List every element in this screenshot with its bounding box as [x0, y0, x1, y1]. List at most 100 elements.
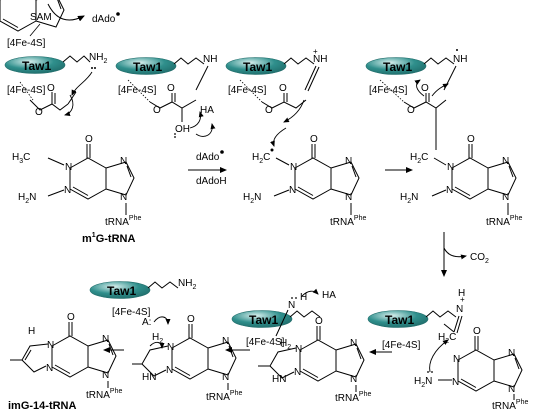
enzyme-pill: [365, 57, 427, 75]
ester-o: O: [35, 107, 43, 118]
enamine-link: [275, 309, 289, 337]
radical-dot: [116, 12, 120, 16]
methylene-label: H2: [152, 332, 163, 345]
radical-dot: [220, 150, 224, 154]
nh-label: HN: [272, 374, 286, 385]
ring-n9: N: [350, 374, 357, 385]
carbonyl-o: O: [467, 134, 475, 145]
imine-bond: [456, 315, 463, 334]
cluster-bottom-label: [4Fe-4S]: [7, 85, 46, 96]
curly-arrow: [414, 79, 425, 97]
amino-label: H2N: [400, 192, 418, 205]
lone-pair-dot: [174, 136, 176, 138]
amine-label: N: [288, 300, 295, 311]
ring-n9: N: [102, 370, 109, 381]
enzyme-pill: [367, 310, 429, 328]
cluster-top-label: [4Fe-4S]: [7, 38, 46, 49]
amino-label: H2N: [18, 192, 36, 205]
lysine-chain: [62, 55, 91, 63]
trna-label: tRNAPhe: [206, 390, 242, 403]
enzyme-pill: [89, 281, 151, 299]
enzyme-label: Taw1: [133, 60, 162, 74]
carbonyl-o: O: [310, 134, 318, 145]
trna-label: tRNAPhe: [330, 215, 366, 228]
curly-arrow: [429, 339, 449, 373]
h-abstraction-step: dAdo dAdoH: [188, 150, 227, 187]
cluster-label: [4Fe-4S]: [246, 337, 285, 348]
cluster-link: [379, 79, 405, 103]
radical-dot: [456, 49, 458, 51]
trna-label: tRNAPhe: [335, 391, 371, 404]
curly-arrow: [153, 316, 171, 325]
carbonyl-o: O: [421, 83, 429, 94]
enzyme-pill: [225, 57, 287, 75]
carbonyl-o: O: [315, 316, 323, 327]
ring-n7: N: [222, 336, 229, 347]
lysine-chain: [283, 57, 315, 65]
methylene-label: H2C: [410, 152, 428, 165]
ring-n1: N: [47, 340, 54, 351]
sam-label: SAM: [30, 12, 52, 23]
curly-arrow: [301, 288, 319, 297]
carbonyl-o: O: [279, 83, 287, 94]
lone-pair-dot: [291, 297, 293, 299]
lone-pair-dot: [427, 371, 429, 373]
imine-bond: [453, 315, 460, 333]
ring-n1: N: [295, 344, 302, 355]
methyl-bond: [47, 157, 65, 166]
cluster-label: [4Fe-4S]: [369, 85, 408, 96]
iminium-label: NH: [313, 54, 327, 65]
aromatization-intermediate: A: O N N N N H2 HN tRNAPhe: [132, 314, 242, 403]
hn-label: HN: [142, 372, 156, 383]
ester-o: O: [153, 105, 161, 116]
amino-label: H2N: [243, 192, 261, 205]
lone-pair-dot: [295, 297, 297, 299]
amino-bond: [47, 189, 65, 197]
ring-n3: N: [166, 365, 173, 376]
dado-h-label: dAdoH: [196, 176, 227, 187]
enzyme-label: Taw1: [243, 60, 272, 74]
co2-label: CO2: [470, 252, 489, 265]
curly-arrow: [431, 83, 449, 97]
ring-n7: N: [120, 156, 127, 167]
methylene-bond: [275, 157, 290, 166]
enzyme-4: Taw1 [4Fe-4S] NH O O: [365, 49, 467, 150]
enzyme-label: Taw1: [249, 313, 278, 327]
cluster-link: [19, 81, 34, 101]
amine-label: NH: [453, 54, 467, 65]
hydrogen-label: H: [300, 292, 307, 303]
m1g-label: m1G-tRNA: [82, 232, 135, 245]
ring-n3: N: [452, 377, 459, 388]
ring-n7: N: [345, 156, 352, 167]
enzyme-3: Taw1 [4Fe-4S] NH + O O: [225, 47, 327, 123]
lone-pair-dot: [174, 133, 176, 135]
ester-o: O: [407, 105, 415, 116]
carbonyl-o: O: [67, 312, 75, 323]
enzyme-label: Taw1: [385, 313, 414, 327]
decarboxylation-step: CO2: [441, 232, 489, 277]
hydroxyl-label: OH: [175, 124, 190, 135]
enzyme-1: SAM [4Fe-4S] Taw1 [4Fe-4S] NH2 O O: [4, 12, 107, 118]
enzyme-2: Taw1 [4Fe-4S] NH O O OH HA: [115, 54, 217, 138]
ring-n1: N: [453, 354, 460, 365]
enzyme-pill: [231, 310, 293, 328]
base-label: A:: [142, 317, 151, 328]
curly-arrow: [270, 127, 287, 147]
img14-tRNA-structure: O N N N N H tRNAPhe imG-14-tRNA: [8, 312, 122, 412]
iminium-label: N: [456, 304, 463, 315]
ring-n3: N: [64, 185, 71, 196]
carbonyl-o: O: [47, 83, 55, 94]
enzyme-5: Taw1 [4Fe-4S] N + H2C H: [367, 288, 465, 373]
imine-bond: [307, 66, 320, 92]
enzyme-label: Taw1: [383, 60, 412, 74]
lone-pair-dot: [94, 67, 96, 69]
amine-label: NH: [203, 54, 217, 65]
cluster-link: [127, 79, 151, 103]
ring-n7: N: [502, 156, 509, 167]
lysine-chain: [423, 57, 455, 65]
acid-label: HA: [322, 290, 336, 301]
enzyme-pill: [4, 56, 66, 74]
iminium-charge: +: [313, 47, 318, 56]
amine-link: [443, 65, 457, 91]
m1g-tRNA-structure: O N N N N H3C H2N tRNAPhe m1G-tRNA: [12, 134, 141, 245]
